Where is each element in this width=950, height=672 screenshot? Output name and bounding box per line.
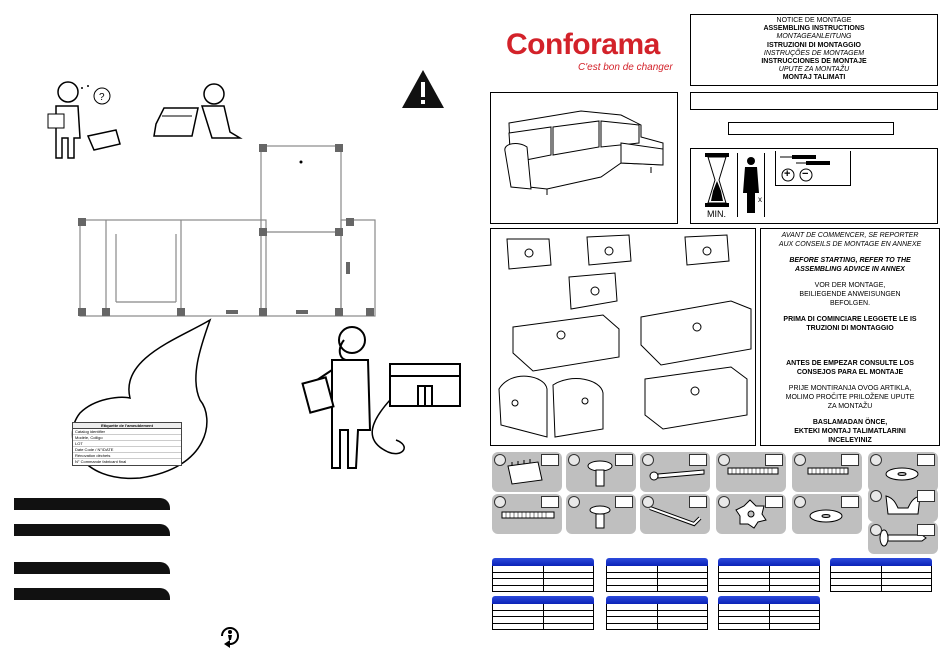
product-image-box (490, 92, 678, 224)
screwdriver-icon: + − (775, 151, 851, 186)
notice-title: INSTRUCCIONES DE MONTAJE (761, 58, 867, 66)
time-min-label: MIN. (707, 209, 726, 219)
hardware-part-threaded-rod-long (492, 494, 562, 534)
minus-sign: − (802, 168, 809, 180)
hardware-part-long-screw (640, 452, 710, 492)
components-box (490, 228, 756, 446)
hardware-part-washer (868, 452, 938, 492)
person-icon-box (737, 153, 765, 217)
person-icon (743, 157, 759, 213)
parts-table (830, 558, 932, 592)
notice-title: INSTRUÇÕES DE MONTAGEM (763, 49, 865, 57)
warning-line: ZA MONTAŽU (827, 403, 873, 410)
warning-line: TRUZIONI DI MONTAGGIO (806, 325, 894, 332)
parts-table (718, 558, 820, 592)
notice-title: MONTAJ TALIMATI (782, 74, 846, 82)
info-panel: MIN. x + − (690, 148, 938, 224)
product-ref-field (728, 122, 894, 135)
components-illustration (498, 234, 752, 438)
notice-title: NOTICE DE MONTAGE (776, 17, 852, 24)
brand-tagline: C'est bon de changer (578, 62, 673, 73)
label-card-row: LOT (73, 441, 181, 447)
black-bar (14, 562, 170, 574)
hardware-part-threaded-rod (716, 452, 786, 492)
hardware-part-screw (868, 522, 938, 554)
label-card-title: Etiquette de l'ameublement (73, 423, 181, 429)
warning-line: PRIMA DI COMINCIARE LEGGETE LE IS (783, 316, 917, 323)
black-bar (14, 498, 170, 510)
hardware-part-barrel-nut (566, 494, 636, 534)
warning-line: VOR DER MONTAGE, (814, 282, 886, 289)
parts-table (606, 596, 708, 630)
warning-line: EKTEKI MONTAJ TALIMATLARINI (794, 428, 906, 435)
plus-sign: + (784, 168, 791, 180)
hardware-part-wing-nut (868, 488, 938, 522)
svg-text:?: ? (99, 92, 105, 103)
notice-title: UPUTE ZA MONTAŽU (778, 66, 850, 74)
hardware-part-threaded-rod-short (792, 452, 862, 492)
warning-line: MOLIMO PROČITE PRILOŽENE UPUTE (785, 394, 915, 401)
warning-line: BEFOLGEN. (829, 300, 871, 307)
black-bar (14, 524, 170, 536)
label-card-row: N° Commande fabricant final (75, 459, 127, 464)
notice-titles-box: NOTICE DE MONTAGE ASSEMBLING INSTRUCTION… (690, 14, 938, 86)
warning-line: CONSEJOS PARA EL MONTAJE (796, 369, 904, 376)
assembly-warnings-box: AVANT DE COMMENCER, SE REPORTER AUX CONSE… (760, 228, 940, 446)
product-name-field (690, 92, 938, 110)
notice-title: MONTAGEANLEITUNG (776, 33, 852, 41)
persons-count-mark: x (758, 195, 762, 204)
warning-line: AVANT DE COMMENCER, SE REPORTER (781, 232, 919, 239)
corner-sofa-illustration (504, 110, 664, 195)
warning-line: INCELEYINIZ (828, 437, 872, 444)
warning-line: AUX CONSEILS DE MONTAGE EN ANNEXE (778, 241, 922, 248)
black-bar (14, 588, 170, 600)
warning-line: ASSEMBLING ADVICE IN ANNEX (795, 266, 905, 273)
assembling-person-illustration (153, 83, 243, 139)
hardware-part-connector-block (492, 452, 562, 492)
label-card-row: Catalog identifier (73, 429, 181, 435)
hardware-part-flat-washer (792, 494, 862, 534)
hardware-part-star-knob (716, 494, 786, 534)
notice-title: ISTRUZIONI DI MONTAGGIO (767, 41, 861, 49)
label-card-row: Date Code / N°/DATE (73, 447, 181, 453)
warning-line: PRIJE MONTIRANJA OVOG ARTIKLA, (788, 385, 912, 392)
warning-line: BEFORE STARTING, REFER TO THE (789, 257, 911, 264)
notice-title: ASSEMBLING INSTRUCTIONS (763, 25, 865, 33)
label-card: Etiquette de l'ameublement Catalog ident… (72, 422, 182, 466)
parts-table (492, 596, 594, 630)
brand-logo: Conforama (506, 28, 660, 61)
label-card-row: Modèle, Colligo (73, 435, 181, 441)
reading-person-illustration: ? (47, 81, 121, 159)
parts-table (492, 558, 594, 592)
label-card-row: Rénovation déchets (73, 453, 181, 459)
packaging-boxes-illustration (78, 144, 376, 317)
hardware-part-allen-key (640, 494, 710, 534)
hardware-part-cam-bolt (566, 452, 636, 492)
parts-table (718, 596, 820, 630)
warning-line: ANTES DE EMPEZAR CONSULTE LOS (786, 360, 914, 367)
hourglass-icon (703, 151, 731, 209)
warning-line: BEILIEGENDE ANWEISUNGEN (799, 291, 901, 298)
parts-table (606, 558, 708, 592)
warning-line: BASLAMADAN ÖNCE, (812, 419, 888, 426)
recycle-triman-icon (221, 627, 239, 648)
calling-person-illustration (301, 326, 461, 469)
warning-triangle-icon (402, 70, 444, 108)
